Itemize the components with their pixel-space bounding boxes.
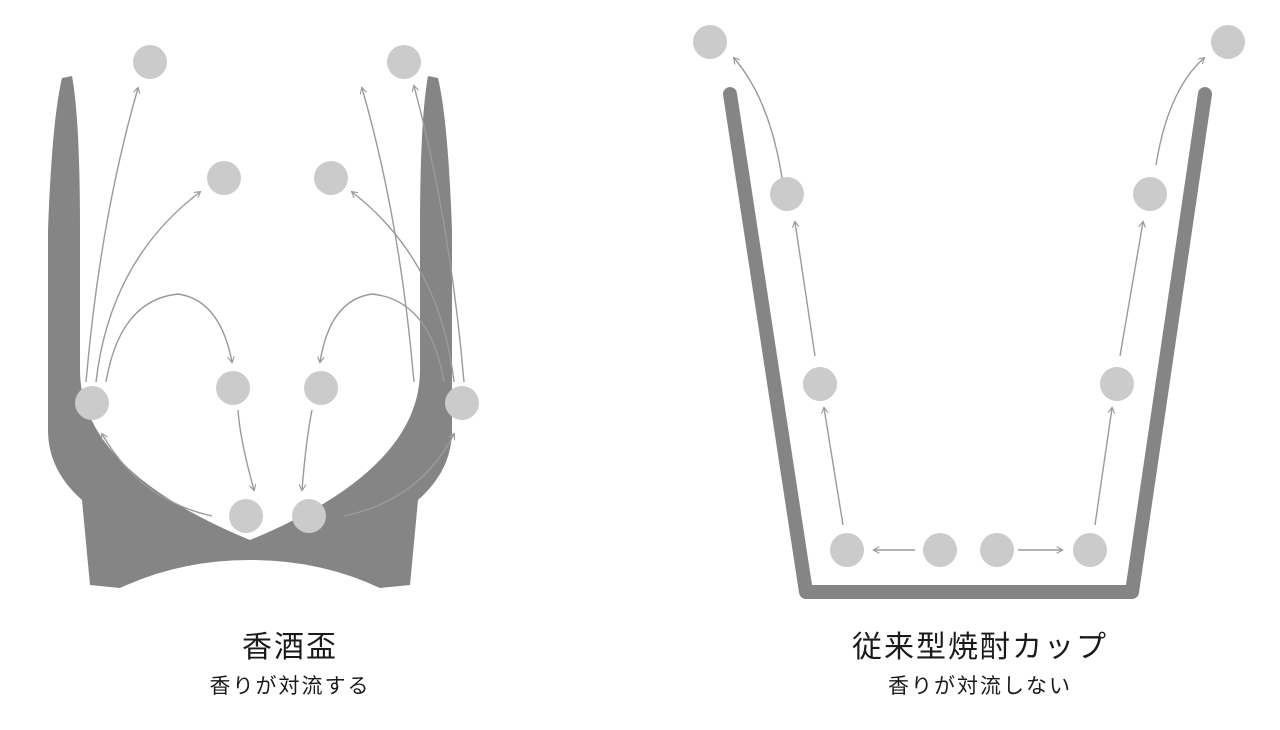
right-panel-subtitle: 香りが対流しない [888,674,1072,698]
left-cup-wall [48,76,452,588]
left-arrow [95,192,200,383]
left-arrow [85,88,138,383]
aroma-particle [387,45,421,79]
aroma-particle [830,533,864,567]
straight-arrow [824,408,844,526]
straight-arrow [1119,222,1143,357]
left-arrows-mirror [302,86,465,517]
right-cup [723,87,1212,599]
left-arrow [237,409,254,490]
straight-arrow [1094,408,1112,526]
aroma-particle [75,386,109,420]
straight-arrow [795,222,816,357]
aroma-particle [803,367,837,401]
aroma-particle [770,177,804,211]
right-arrow-mirror [362,88,415,383]
aroma-particle [1073,533,1107,567]
aroma-particle [314,161,348,195]
aroma-particle [229,499,263,533]
right-particles [693,25,1245,567]
left-arrows [85,88,415,517]
left-arrow [102,434,213,517]
aroma-particle [304,371,338,405]
aroma-particle [1211,25,1245,59]
right-panel-title: 従来型焼酎カップ [852,630,1108,665]
left-arrow [414,86,465,383]
right-arrows [734,58,1204,550]
straight-arrow [1155,58,1204,166]
aroma-particle [216,371,250,405]
left-arrow [343,434,454,517]
left-arrow [302,409,313,490]
aroma-particle [292,499,326,533]
aroma-particle [1100,367,1134,401]
aroma-particle [1133,177,1167,211]
left-arrow [352,192,455,383]
straight-arrow [734,58,783,179]
right-cup-wall [723,87,1212,599]
aroma-particle [980,533,1014,567]
aroma-particle [207,161,241,195]
left-panel-subtitle: 香りが対流する [209,674,371,698]
left-cup [48,76,452,588]
aroma-particle [133,45,167,79]
left-particles [75,45,479,533]
aroma-particle [693,25,727,59]
left-arrow [320,293,445,383]
left-panel-title: 香酒盃 [242,630,338,665]
left-arrow [105,293,232,383]
aroma-particle [923,533,957,567]
aroma-particle [445,386,479,420]
